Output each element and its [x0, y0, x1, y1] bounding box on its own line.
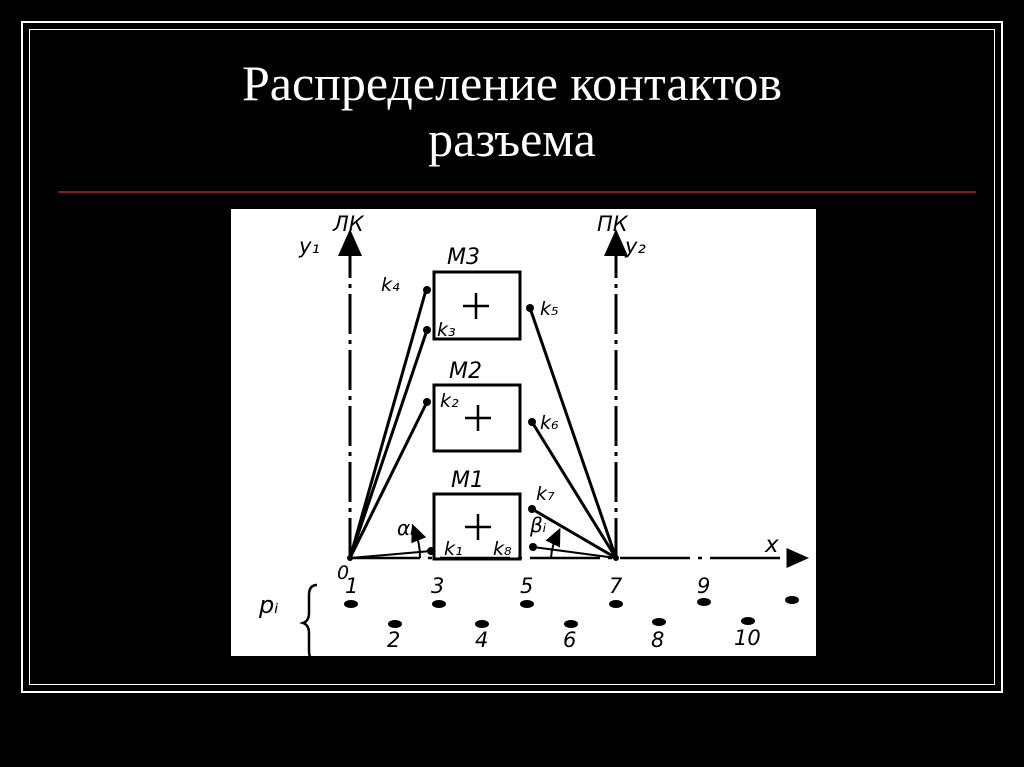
title-divider — [58, 191, 976, 193]
pin-dot-6 — [564, 620, 578, 628]
angle-alpha-label: αᵢ — [397, 516, 414, 540]
pin-label-7: 7 — [609, 574, 623, 598]
contact-k6-label: k₆ — [540, 412, 559, 434]
pin-dot-11 — [785, 596, 799, 604]
contact-k1-dot — [427, 547, 435, 555]
pin-dot-3 — [432, 600, 446, 608]
pin-dot-5 — [520, 600, 534, 608]
pin-dot-1 — [344, 600, 358, 608]
module-m2-label: M2 — [449, 359, 482, 384]
contact-k4-dot — [423, 286, 431, 294]
axis-left-var: y₁ — [298, 234, 320, 258]
pin-label-10: 10 — [734, 626, 761, 650]
slide-frame-inner — [29, 29, 995, 685]
pins-label: pᵢ — [258, 591, 279, 619]
pin-dot-2 — [388, 620, 402, 628]
plus-icon — [465, 514, 491, 540]
module-m2-box — [432, 383, 522, 453]
pin-dot-8 — [652, 618, 666, 626]
wire-k3 — [348, 329, 429, 559]
wire-k4 — [348, 289, 428, 559]
wire-k2 — [348, 401, 429, 559]
contact-k7-dot — [528, 505, 536, 513]
plus-icon — [463, 293, 489, 319]
contact-k8-dot — [529, 543, 537, 551]
slide-title: Распределение контактов разъема — [100, 55, 924, 167]
axis-right-var: y₂ — [624, 234, 646, 258]
axis-x-label: x — [764, 532, 779, 558]
pin-dot-4 — [475, 620, 489, 628]
angle-beta-label: βᵢ — [529, 513, 547, 537]
axis-right-label: ПК — [597, 212, 629, 236]
axis-left-label: ЛК — [332, 212, 365, 236]
angle-alpha-arc — [411, 523, 427, 559]
module-m1-label: M1 — [451, 468, 484, 493]
title-line-1: Распределение контактов — [241, 55, 783, 111]
title-line-2: разъема — [428, 111, 596, 167]
pin-dot-9 — [697, 598, 711, 606]
contact-k6-dot — [528, 418, 536, 426]
wire-k6 — [530, 421, 618, 559]
pin-label-8: 8 — [651, 628, 664, 652]
pin-label-5: 5 — [520, 574, 533, 598]
slide-frame-outer — [21, 21, 1003, 693]
pin-label-9: 9 — [697, 574, 710, 598]
wire-k1 — [349, 550, 432, 559]
contact-k4-label: k₄ — [381, 274, 400, 296]
contact-k2-dot — [423, 398, 431, 406]
contact-k7-label: k₇ — [536, 483, 555, 505]
wire-k7 — [531, 507, 617, 560]
contact-k5-label: k₅ — [540, 298, 559, 320]
contact-k2-label: k₂ — [440, 390, 459, 412]
pin-label-6: 6 — [563, 628, 576, 652]
module-m1-box — [432, 492, 522, 561]
contact-k3-dot — [423, 326, 431, 334]
wire-k8 — [532, 546, 617, 559]
plus-icon — [465, 405, 491, 431]
right-point-dot — [613, 555, 619, 561]
contact-k3-label: k₃ — [437, 319, 456, 341]
angle-beta-arc — [545, 527, 561, 559]
pin-label-3: 3 — [431, 574, 444, 598]
wire-k5 — [528, 307, 618, 559]
pins-brace — [299, 583, 318, 656]
pin-label-4: 4 — [475, 628, 488, 652]
pin-dot-7 — [609, 600, 623, 608]
diagram-svg: ЛК y₁ ПК y₂ x 0 M3 M2 M1 k₄ k₃ k₅ k₂ k₆ … — [258, 212, 809, 656]
contact-k5-dot — [526, 304, 534, 312]
origin-label: 0 — [337, 562, 349, 584]
contact-k8-label: k₈ — [493, 538, 512, 560]
pin-dot-10 — [741, 617, 755, 625]
connector-diagram: ЛК y₁ ПК y₂ x 0 M3 M2 M1 k₄ k₃ k₅ k₂ k₆ … — [231, 209, 816, 656]
module-m3-label: M3 — [447, 245, 480, 270]
module-m3-box — [432, 270, 522, 341]
pin-label-2: 2 — [387, 628, 400, 652]
origin-dot — [347, 555, 353, 561]
pin-label-1: 1 — [345, 574, 358, 598]
contact-k1-label: k₁ — [444, 538, 463, 560]
